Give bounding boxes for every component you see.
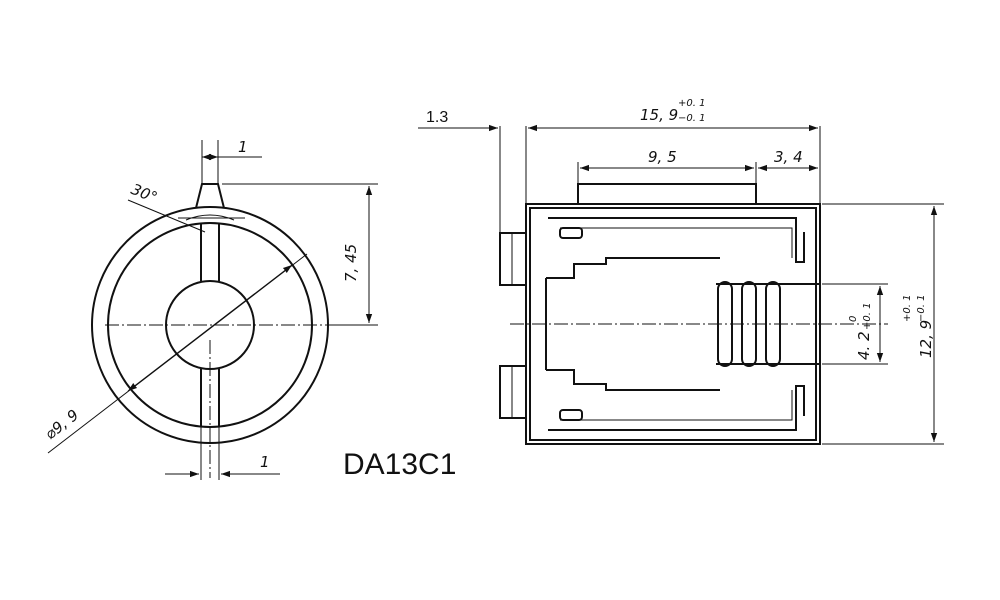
pointer-tip (195, 183, 225, 209)
flange-tab-bottom (499, 365, 527, 419)
dim-line-diameter (127, 264, 293, 392)
lower-notch (559, 409, 583, 421)
tol-overall-length-upper: +0. 1 (678, 98, 705, 109)
upper-inner-profile (548, 217, 805, 263)
tol-overall-height-lower: −0. 1 (916, 295, 927, 322)
front-view: 1 30° 7, 45 ⌀9, 9 1 (41, 138, 378, 480)
tol-overall-length-lower: −0. 1 (678, 113, 705, 124)
tol-overall-height-upper: +0. 1 (902, 295, 913, 322)
lower-inner-wall (560, 390, 793, 421)
dim-slot-width: 1 (260, 453, 270, 471)
dim-overall-length: 15, 9 (640, 106, 678, 124)
upper-notch (559, 227, 583, 239)
side-view: 1.3 15, 9 +0. 1 −0. 1 9, 5 3, 4 4. 2 0 +… (418, 98, 944, 445)
upper-inner-wall (560, 227, 793, 258)
dim-pointer-width: 1 (238, 138, 248, 156)
bore-upper-profile (546, 257, 720, 279)
flange-tab-top (499, 232, 527, 286)
tol-bore-upper: 0 (848, 316, 859, 322)
top-pointer-block (577, 183, 757, 205)
dim-top-feature-offset: 3, 4 (774, 148, 803, 166)
dim-bore-diameter: 4. 2 (855, 331, 873, 360)
lower-inner-profile (548, 385, 805, 431)
part-label: DA13C1 (343, 448, 456, 481)
angle-arc (185, 214, 235, 221)
tol-bore-lower: +0. 1 (862, 303, 873, 330)
dim-flange-offset: 1.3 (426, 109, 448, 126)
dim-overall-height: 12, 9 (917, 320, 935, 358)
bore-lower-profile (546, 369, 720, 391)
dim-pointer-height: 7, 45 (342, 244, 360, 282)
dim-top-feature-length: 9, 5 (648, 148, 677, 166)
dim-diameter: ⌀9, 9 (41, 406, 82, 443)
body-inner-outline (529, 207, 817, 441)
angle-leader-left (127, 199, 206, 233)
